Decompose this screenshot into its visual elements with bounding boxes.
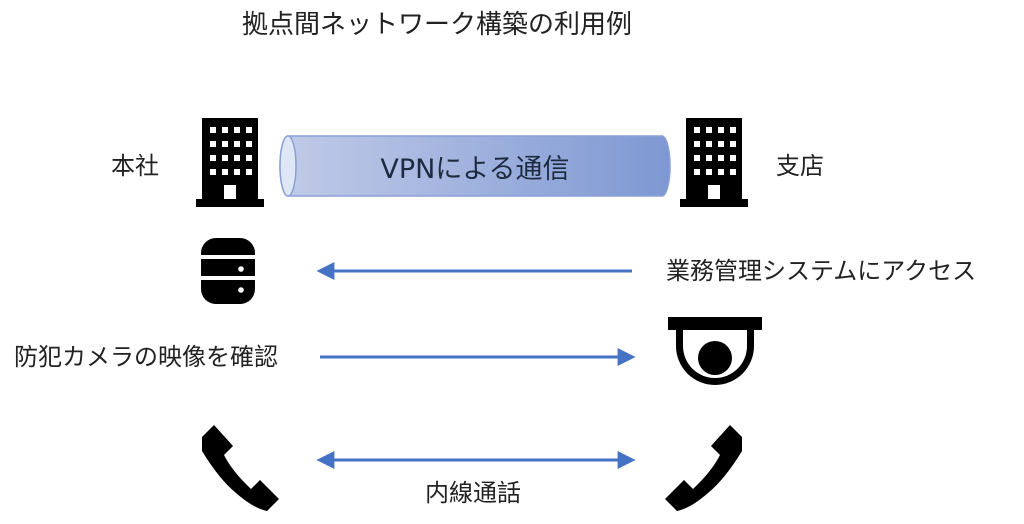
phone-icon [665, 425, 742, 511]
phone-icon [202, 425, 279, 511]
branch-label: 支店 [776, 152, 824, 180]
diagram-title: 拠点間ネットワーク構築の利用例 [242, 10, 633, 40]
camera-check-label: 防犯カメラの映像を確認 [14, 343, 278, 371]
business-system-label: 業務管理システムにアクセス [666, 257, 977, 285]
security-camera-icon [668, 317, 762, 385]
building-icon [196, 118, 264, 207]
vpn-tunnel [279, 135, 671, 197]
building-icon [680, 118, 748, 207]
head-office-label: 本社 [111, 152, 159, 180]
extension-call-label: 内線通話 [425, 479, 521, 507]
database-icon [201, 238, 255, 304]
vpn-tunnel-label: VPNによる通信 [380, 153, 570, 185]
